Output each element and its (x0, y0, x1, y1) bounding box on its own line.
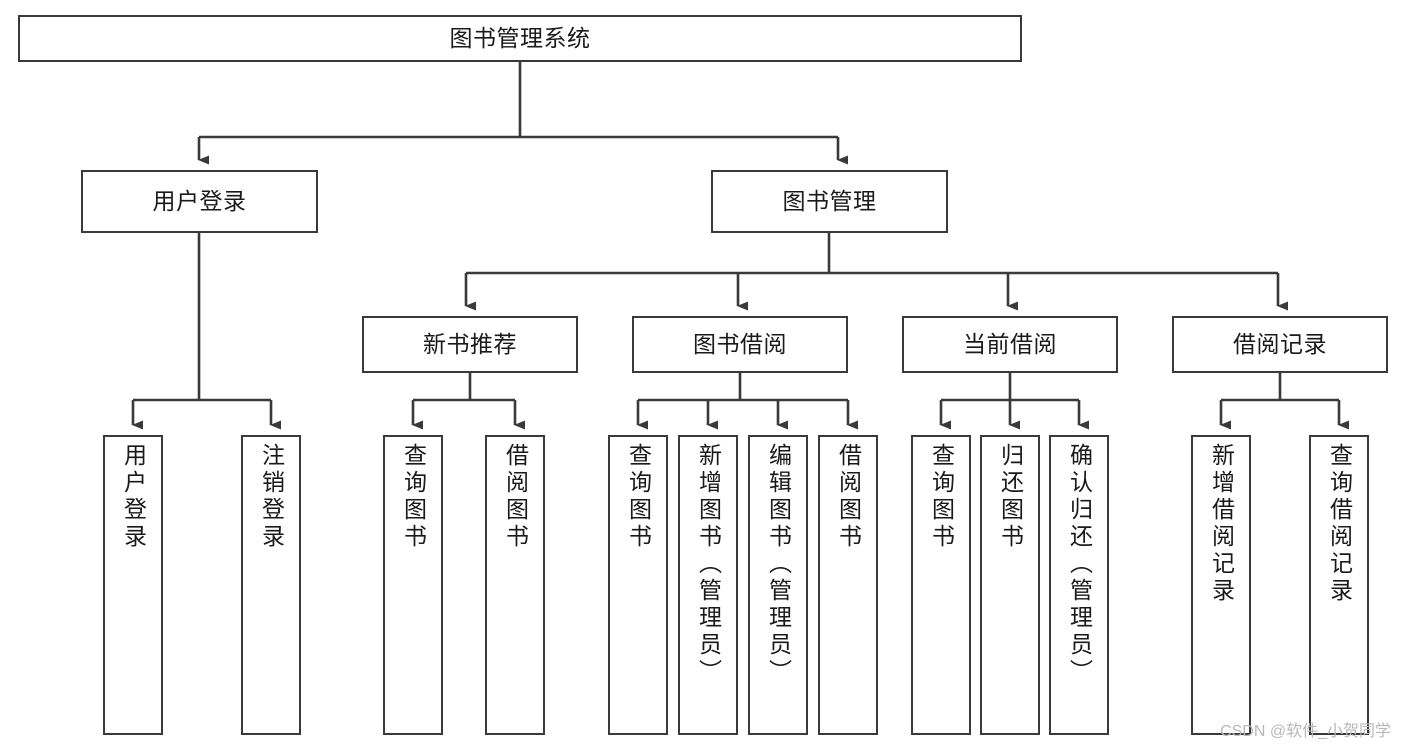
leaf-borrow-book[interactable]: 借阅图书 (818, 435, 878, 735)
node-borrow-record[interactable]: 借阅记录 (1172, 316, 1388, 373)
leaf-user-login[interactable]: 用户登录 (103, 435, 163, 735)
leaf-query-book-borrow[interactable]: 查询图书 (608, 435, 668, 735)
leaf-edit-book-admin-label: 编辑图书（管理员） (765, 443, 792, 686)
leaf-add-borrow-record[interactable]: 新增借阅记录 (1191, 435, 1251, 735)
node-book-borrow[interactable]: 图书借阅 (632, 316, 848, 373)
leaf-query-book-recommend[interactable]: 查询图书 (383, 435, 443, 735)
leaf-logout-label: 注销登录 (258, 443, 285, 551)
node-user-login-label: 用户登录 (152, 187, 247, 214)
leaf-edit-book-admin[interactable]: 编辑图书（管理员） (748, 435, 808, 735)
node-book-borrow-label: 图书借阅 (693, 330, 787, 357)
node-current-borrow-label: 当前借阅 (963, 330, 1057, 357)
leaf-query-book-current[interactable]: 查询图书 (911, 435, 971, 735)
leaf-borrow-book-label: 借阅图书 (835, 443, 862, 551)
leaf-logout[interactable]: 注销登录 (241, 435, 301, 735)
leaf-query-borrow-record[interactable]: 查询借阅记录 (1309, 435, 1369, 735)
leaf-add-book-admin[interactable]: 新增图书（管理员） (678, 435, 738, 735)
leaf-borrow-book-recommend-label: 借阅图书 (502, 443, 529, 551)
node-new-book-recommend-label: 新书推荐 (423, 330, 517, 357)
leaf-query-borrow-record-label: 查询借阅记录 (1326, 443, 1353, 605)
leaf-query-book-borrow-label: 查询图书 (625, 443, 652, 551)
leaf-confirm-return-admin[interactable]: 确认归还（管理员） (1049, 435, 1109, 735)
node-book-management[interactable]: 图书管理 (711, 170, 948, 233)
leaf-borrow-book-recommend[interactable]: 借阅图书 (485, 435, 545, 735)
watermark: CSDN @软件_小贺同学 (1220, 723, 1391, 740)
leaf-return-book-label: 归还图书 (997, 443, 1024, 551)
node-root[interactable]: 图书管理系统 (18, 15, 1022, 62)
leaf-query-book-recommend-label: 查询图书 (400, 443, 427, 551)
node-root-label: 图书管理系统 (449, 24, 591, 51)
node-borrow-record-label: 借阅记录 (1233, 330, 1327, 357)
leaf-query-book-current-label: 查询图书 (928, 443, 955, 551)
leaf-user-login-label: 用户登录 (120, 443, 147, 551)
leaf-confirm-return-admin-label: 确认归还（管理员） (1066, 443, 1093, 686)
node-new-book-recommend[interactable]: 新书推荐 (362, 316, 578, 373)
leaf-add-borrow-record-label: 新增借阅记录 (1208, 443, 1235, 605)
node-user-login[interactable]: 用户登录 (81, 170, 318, 233)
leaf-return-book[interactable]: 归还图书 (980, 435, 1040, 735)
leaf-add-book-admin-label: 新增图书（管理员） (695, 443, 722, 686)
node-current-borrow[interactable]: 当前借阅 (902, 316, 1118, 373)
node-book-management-label: 图书管理 (782, 187, 877, 214)
